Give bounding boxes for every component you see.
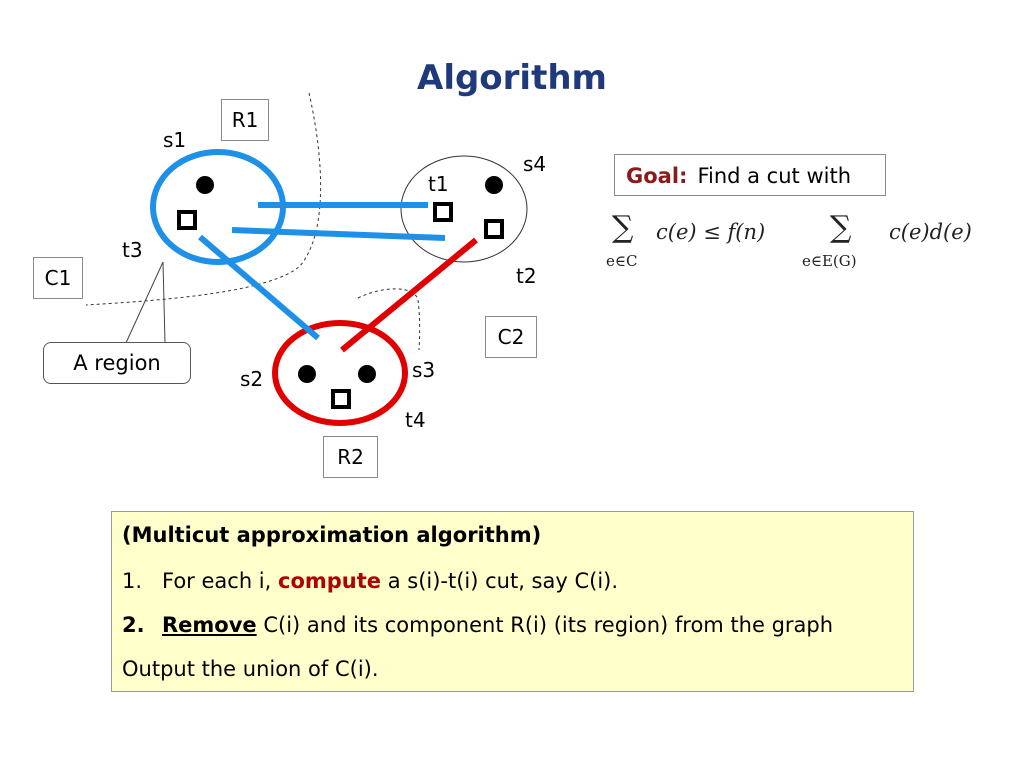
algorithm-step-2: 2. Remove C(i) and its component R(i) (it… [122, 605, 913, 649]
goal-formula: ∑ e∈C c(e) ≤ f(n) ∑ e∈E(G) c(e)d(e) [604, 210, 1004, 284]
box-c2: C2 [485, 316, 537, 358]
label-s4: s4 [523, 152, 547, 176]
label-s2: s2 [240, 367, 264, 391]
region-pointer-line [124, 261, 164, 346]
edge-t2-s3 [340, 237, 478, 353]
step-keyword: Remove [162, 613, 257, 637]
sum-subscript: e∈C [606, 252, 638, 270]
step-text: For each i, [162, 569, 278, 593]
edge-t3-s2 [198, 234, 320, 341]
region-pointer-line [162, 261, 166, 344]
step-number: 1. [122, 569, 143, 593]
step-number: 2. [122, 613, 145, 637]
sum-subscript: e∈E(G) [802, 252, 857, 270]
goal-box: Goal: Find a cut with [614, 154, 886, 196]
region-s4-circle [400, 155, 528, 263]
node-t1 [433, 202, 453, 222]
step-keyword: compute [278, 569, 382, 593]
sum-symbol: ∑ [830, 210, 852, 245]
label-s1: s1 [163, 128, 187, 152]
node-s2 [298, 365, 316, 383]
region-callout: A region [43, 342, 191, 384]
algorithm-heading: (Multicut approximation algorithm) [122, 523, 542, 547]
box-r1: R1 [221, 99, 269, 141]
step-text: C(i) and its component R(i) (its region)… [256, 613, 834, 637]
goal-text: Find a cut with [697, 164, 851, 188]
node-t3 [177, 210, 197, 230]
node-s1 [196, 176, 214, 194]
cut-curve-c1 [85, 92, 322, 306]
node-s4 [485, 176, 503, 194]
box-r2: R2 [323, 436, 378, 478]
label-t1: t1 [428, 172, 449, 196]
label-t4: t4 [405, 408, 426, 432]
step-text: a s(i)-t(i) cut, say C(i). [381, 569, 619, 593]
algorithm-box: (Multicut approximation algorithm) 1. For… [111, 511, 914, 692]
label-s3: s3 [412, 358, 436, 382]
algorithm-output: Output the union of C(i). [122, 657, 379, 681]
formula-lhs-term: c(e) ≤ f(n) [656, 220, 766, 244]
node-t4 [331, 389, 351, 409]
goal-label: Goal: [626, 164, 688, 188]
region-r2-circle [272, 320, 408, 426]
label-t3: t3 [122, 238, 143, 262]
sum-symbol: ∑ [612, 210, 634, 245]
formula-rhs-term: c(e)d(e) [889, 220, 972, 244]
algorithm-step-1: 1. For each i, compute a s(i)-t(i) cut, s… [122, 561, 913, 605]
node-s3 [358, 365, 376, 383]
node-t2 [484, 219, 504, 239]
label-t2: t2 [516, 264, 537, 288]
box-c1: C1 [33, 257, 83, 299]
edge-s1-s4 [231, 227, 446, 241]
page-title: Algorithm [417, 58, 607, 98]
